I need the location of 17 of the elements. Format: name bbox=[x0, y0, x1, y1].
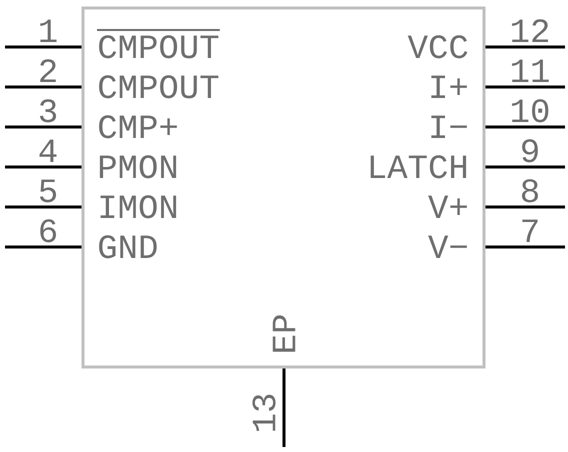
chip-body bbox=[82, 6, 486, 368]
pin-number: 7 bbox=[522, 220, 538, 242]
pin-name: V− bbox=[428, 236, 467, 258]
pin-number: 8 bbox=[522, 179, 538, 202]
pin-name: PMON bbox=[100, 155, 176, 178]
pin-name: GND bbox=[99, 235, 157, 258]
pin-name: I+ bbox=[431, 76, 467, 98]
pin-name: VCC bbox=[408, 35, 468, 58]
pin-name: CMP+ bbox=[99, 115, 177, 138]
pin-name: EP bbox=[272, 315, 296, 352]
pin-name: LATCH bbox=[370, 155, 466, 178]
pin-name: IMON bbox=[100, 195, 176, 218]
pin-name: V+ bbox=[428, 196, 467, 218]
pin-number: 9 bbox=[522, 139, 538, 162]
pin-name: I− bbox=[431, 116, 467, 138]
pin-name: CMPOUT bbox=[97, 29, 220, 58]
pin-name: CMPOUT bbox=[99, 75, 218, 98]
